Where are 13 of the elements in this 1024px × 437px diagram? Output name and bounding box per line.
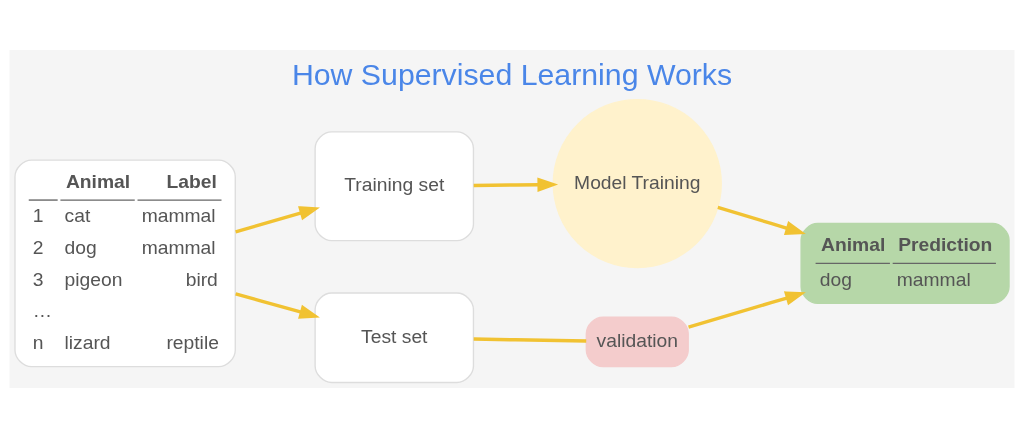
arrow — [473, 176, 559, 192]
node-box: Training set — [314, 130, 475, 241]
node-box: Animal Label 1 cat mammal 2 dog mammal 3 pigeon bird … n lizard reptile — [14, 158, 236, 367]
node-box: Test set — [314, 291, 475, 383]
arrow — [717, 205, 806, 235]
diagram-title: How Supervised Learning Works — [291, 57, 733, 91]
arrow — [235, 205, 320, 233]
node-circle: Model Training — [552, 98, 722, 268]
connector — [473, 336, 587, 343]
node-box: validation — [585, 315, 689, 367]
arrow — [235, 291, 320, 319]
arrow — [688, 290, 806, 329]
node-box: Animal Prediction dog mammal — [800, 222, 1010, 304]
